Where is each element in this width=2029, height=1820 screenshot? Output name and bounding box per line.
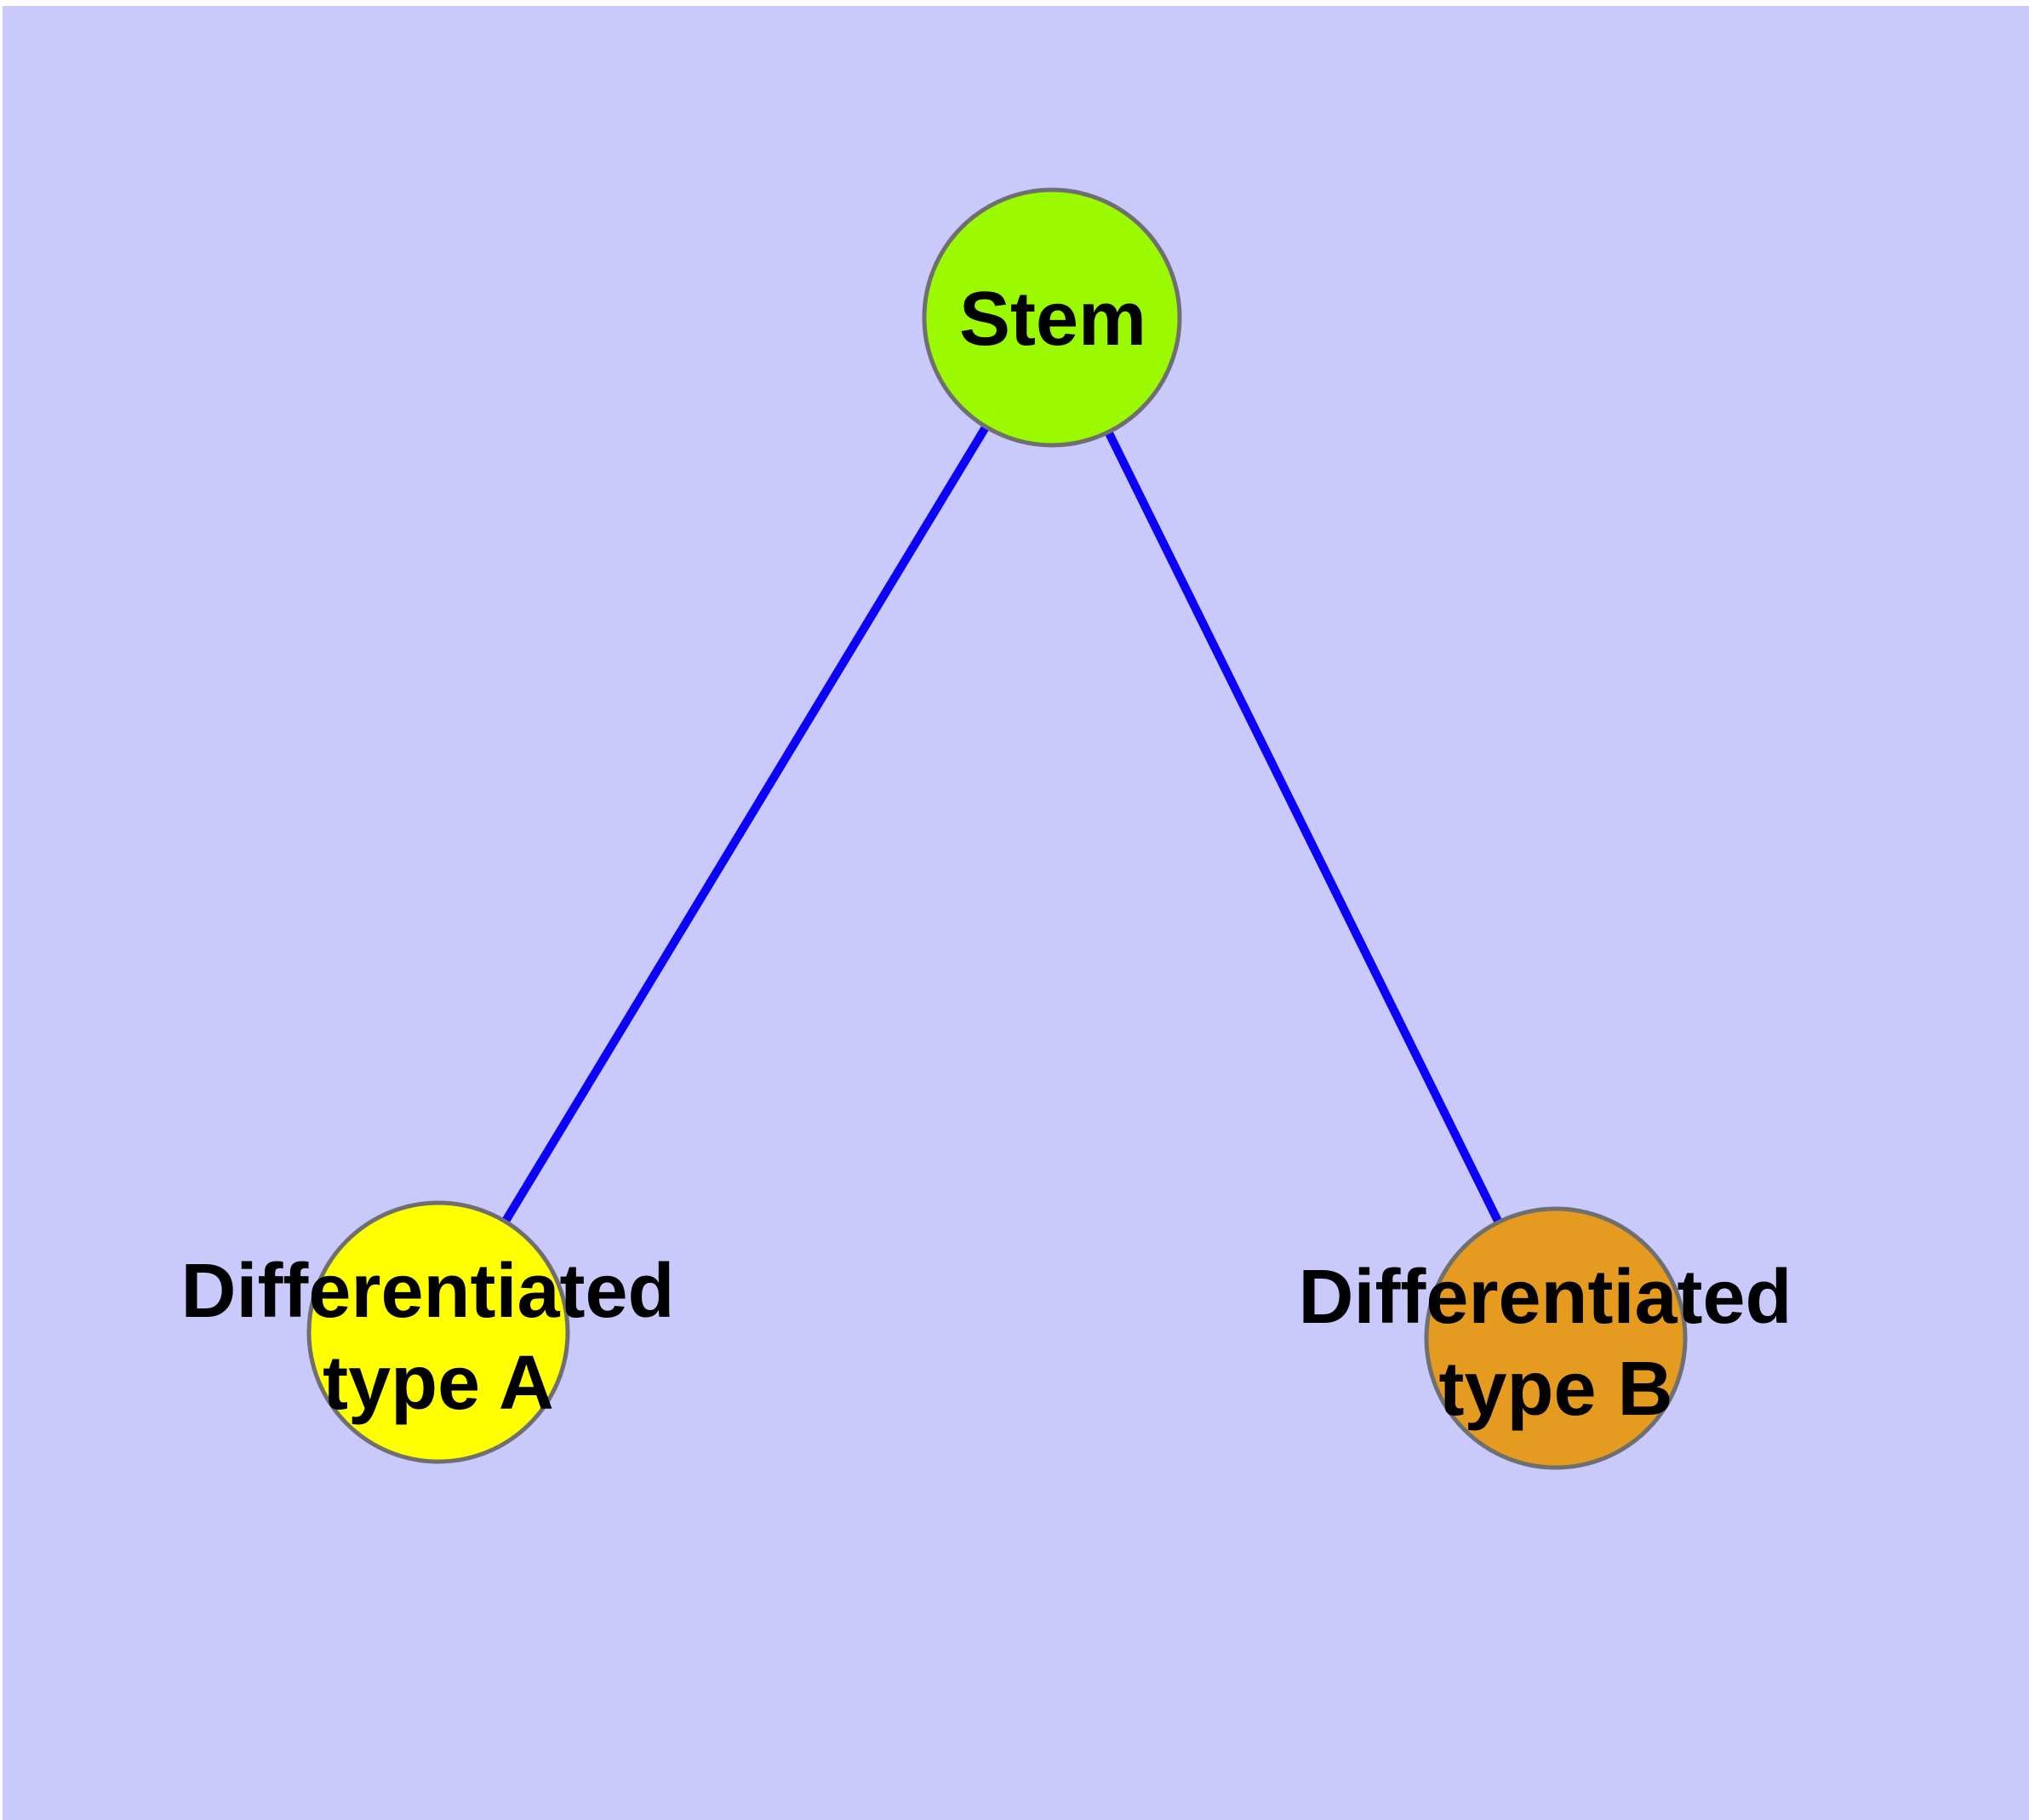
node-type-b-label-line-1: Differentiated [1298, 1255, 1792, 1340]
edge-stem-to-type-b [1048, 315, 1560, 1341]
node-type-b-circle [1424, 1206, 1688, 1470]
node-type-b-label: Differentiated type B [1298, 1255, 1813, 1432]
node-type-a-label-line-1: Differentiated [180, 1249, 674, 1334]
node-stem-label: Stem [959, 277, 1146, 362]
edge-stem-to-type-a [434, 315, 1056, 1335]
node-stem-circle [922, 187, 1182, 448]
node-type-a-label: Differentiated type A [180, 1249, 695, 1426]
node-type-a-circle [306, 1200, 570, 1464]
node-type-b-label-line-2: type B [1438, 1347, 1672, 1432]
node-type-a-label-line-2: type A [323, 1341, 554, 1426]
